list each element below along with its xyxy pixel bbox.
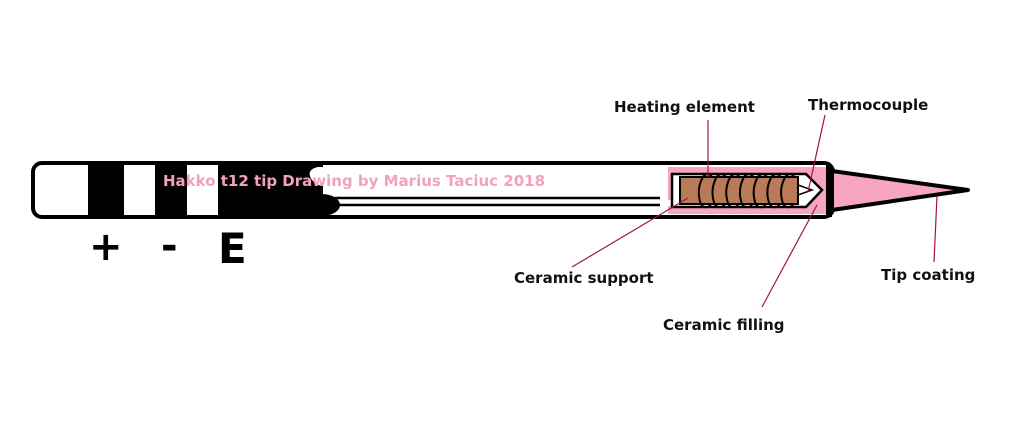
drawing-title: Hakko t12 tip Drawing by Marius Taciuc 2… — [163, 172, 545, 190]
label-thermocouple: Thermocouple — [808, 96, 928, 114]
terminal-earth-label: E — [218, 224, 247, 273]
leader-thermocouple — [807, 114, 826, 193]
coil-turn — [752, 173, 768, 209]
contact-window-plus-stripe — [124, 207, 155, 213]
contact-band-3-end — [304, 194, 340, 216]
contact-window-plus — [124, 167, 155, 204]
label-heating-element: Heating element — [614, 98, 755, 116]
leader-ceramic-filling — [761, 204, 818, 308]
contact-window-minus — [187, 167, 218, 197]
inner-channel-pink-gap — [660, 170, 668, 211]
heating-element-coil — [697, 173, 795, 209]
label-ceramic-filling: Ceramic filling — [663, 316, 785, 334]
contact-band-3-top — [218, 165, 323, 195]
coil-turn — [780, 173, 795, 209]
contact-band-2 — [155, 165, 187, 215]
thermocouple-wire — [797, 184, 815, 196]
coil-turn — [711, 173, 727, 209]
contact-band-1 — [88, 165, 124, 215]
leader-ceramic-support — [571, 197, 689, 268]
leader-tip-coating — [933, 195, 938, 263]
contact-window-minus-stripe2 — [187, 207, 218, 213]
tip-collar — [826, 165, 832, 217]
terminal-minus-label: - — [161, 223, 178, 269]
coil-turn — [766, 173, 782, 209]
coil-turn — [738, 173, 754, 209]
terminal-plus-label: + — [89, 224, 123, 270]
label-ceramic-support: Ceramic support — [514, 269, 654, 287]
shaft-interior — [309, 167, 668, 187]
label-tip-coating: Tip coating — [881, 266, 975, 284]
contact-window-minus-stripe1 — [187, 199, 218, 204]
coil-turn — [697, 173, 713, 209]
tip-cone — [830, 169, 970, 212]
coil-turn — [725, 173, 740, 209]
